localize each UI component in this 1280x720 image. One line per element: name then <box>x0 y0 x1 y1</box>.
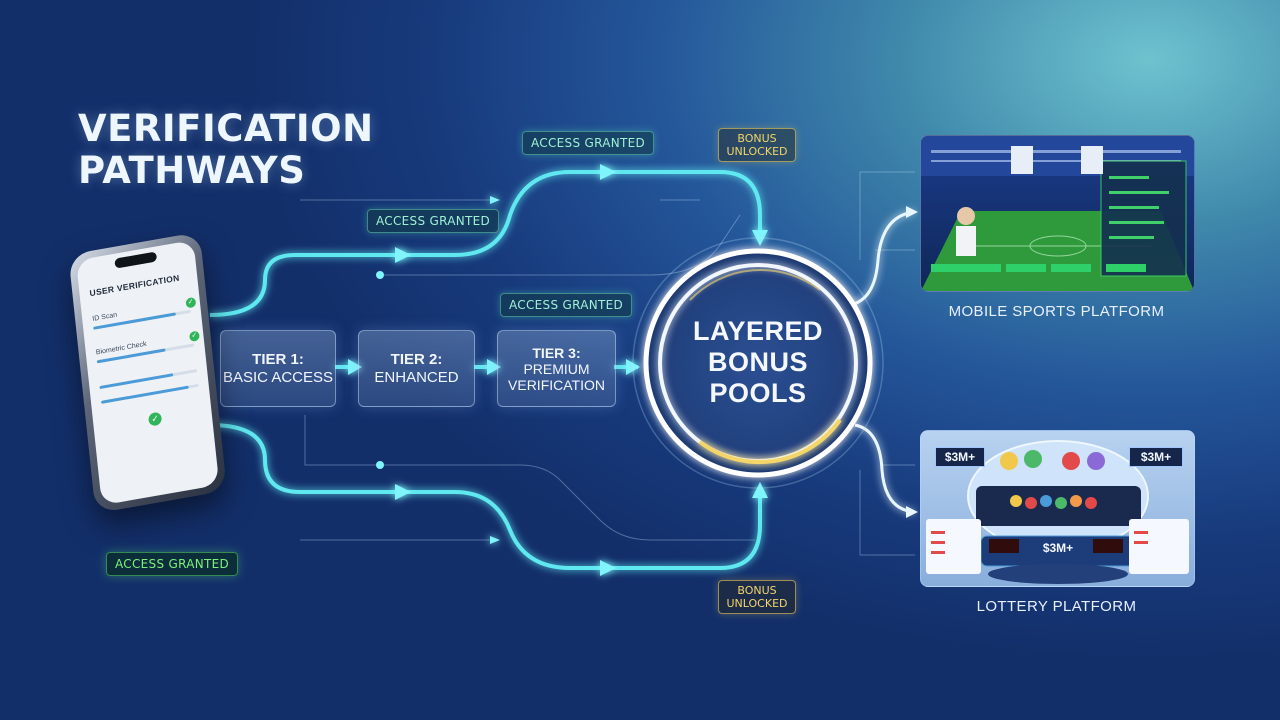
tier-1-box: TIER 1: BASIC ACCESS <box>220 330 336 407</box>
bonus-top-text: BONUS UNLOCKED <box>726 132 788 158</box>
lottery-platform-screenshot: $3M+ $3M+ $3M+ <box>920 430 1195 587</box>
access-granted-badge-upper: ACCESS GRANTED <box>367 209 500 233</box>
phone-notch <box>114 251 158 269</box>
sports-platform-label: MOBILE SPORTS PLATFORM <box>948 303 1165 320</box>
hub-rings <box>632 237 884 489</box>
bonus-bottom-text: BONUS UNLOCKED <box>726 584 788 610</box>
output-paths <box>849 210 916 514</box>
tier-1-heading: TIER 1: <box>252 350 304 368</box>
tier-3-heading: TIER 3: <box>532 344 581 361</box>
arrowheads <box>348 164 768 576</box>
tier-2-heading: TIER 2: <box>390 350 443 368</box>
lottery-platform-art <box>926 440 1189 584</box>
sports-platform-art <box>921 136 1194 291</box>
node-dot-lower <box>376 461 384 469</box>
hub-line-3: POOLS <box>709 378 807 408</box>
tier-2-box: TIER 2: ENHANCED <box>358 330 475 407</box>
check-icon: ✓ <box>188 330 200 343</box>
node-dot-upper <box>376 271 384 279</box>
access-granted-badge-mid: ACCESS GRANTED <box>500 293 633 317</box>
jackpot-center: $3M+ <box>1042 541 1074 555</box>
title-line-2: PATHWAYS <box>78 149 306 192</box>
title-line-1: VERIFICATION <box>78 107 374 150</box>
phone-illustration: USER VERIFICATION ID Scan ✓ Biometric Ch… <box>68 231 232 514</box>
output-arrowheads <box>906 206 918 518</box>
phone-title: USER VERIFICATION <box>89 272 181 299</box>
hub-line-1: LAYERED <box>692 316 824 346</box>
tier-3-name-line-2: VERIFICATION <box>508 376 605 393</box>
hub-label: LAYERED BONUS POOLS <box>643 316 873 409</box>
jackpot-left: $3M+ <box>935 447 985 467</box>
sports-platform-screenshot <box>920 135 1195 292</box>
bonus-unlocked-badge-top: BONUS UNLOCKED <box>718 128 796 162</box>
phone-screen: USER VERIFICATION ID Scan ✓ Biometric Ch… <box>75 239 220 506</box>
access-granted-badge-top: ACCESS GRANTED <box>522 131 655 155</box>
bonus-unlocked-badge-bottom: BONUS UNLOCKED <box>718 580 796 614</box>
tier-3-box: TIER 3: PREMIUM VERIFICATION <box>497 330 616 407</box>
tier-1-name: BASIC ACCESS <box>222 368 334 386</box>
phone-row-id-scan: ID Scan <box>92 299 191 330</box>
jackpot-right: $3M+ <box>1129 447 1183 467</box>
tier-2-name: ENHANCED <box>374 368 459 386</box>
phone-body: USER VERIFICATION ID Scan ✓ Biometric Ch… <box>68 231 227 514</box>
phone-row-biometric: Biometric Check <box>96 332 195 364</box>
access-granted-badge-bottom: ACCESS GRANTED <box>106 552 239 576</box>
thin-guide-lines <box>300 171 915 556</box>
lottery-platform-label: LOTTERY PLATFORM <box>976 598 1137 615</box>
diagram-title: VERIFICATION PATHWAYS <box>78 108 374 192</box>
hub-line-2: BONUS <box>707 347 808 377</box>
tier-3-name-line-1: PREMIUM <box>523 360 590 377</box>
check-icon: ✓ <box>147 411 163 427</box>
layered-bonus-pools-hub: LAYERED BONUS POOLS <box>643 248 873 478</box>
check-icon: ✓ <box>185 296 197 309</box>
